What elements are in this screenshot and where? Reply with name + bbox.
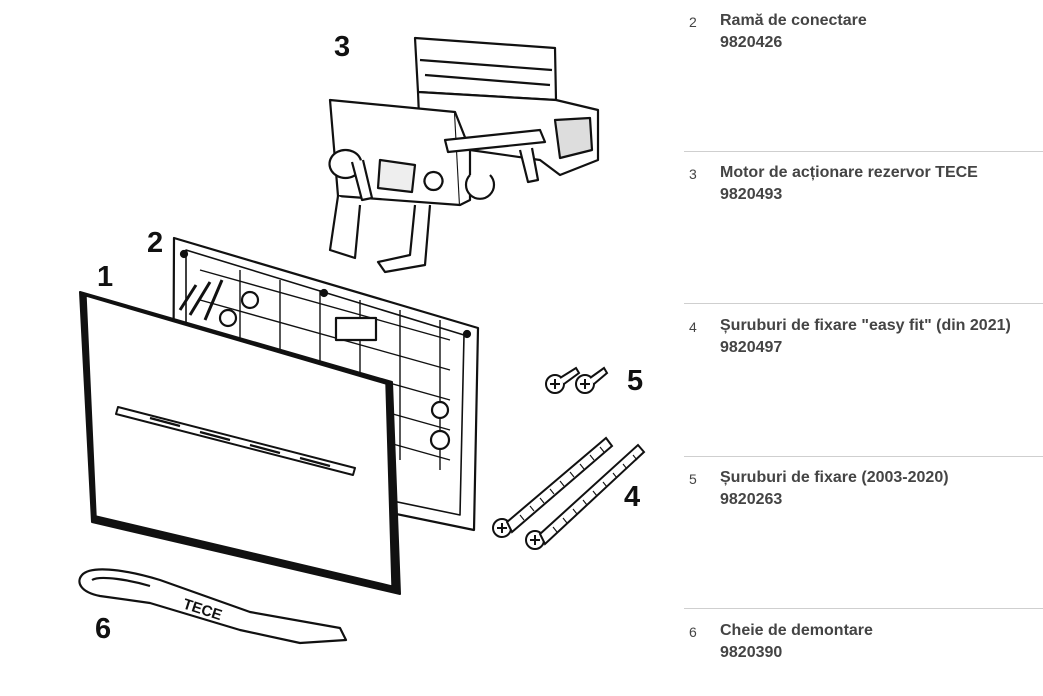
short-screws-part-5 xyxy=(545,366,609,394)
callout-6: 6 xyxy=(95,613,111,645)
part-name: Șuruburi de fixare "easy fit" (din 2021) xyxy=(720,317,1011,334)
callout-3: 3 xyxy=(334,31,350,63)
callout-2: 2 xyxy=(147,227,163,259)
part-number: 4 xyxy=(689,319,697,335)
part-name: Cheie de demontare xyxy=(720,622,873,639)
divider xyxy=(684,608,1043,609)
part-name: Șuruburi de fixare (2003-2020) xyxy=(720,469,949,486)
part-code: 9820497 xyxy=(720,339,783,356)
actuator-motor-part-3 xyxy=(328,36,600,274)
exploded-parts-diagram: TECE 1 2 3 4 5 6 xyxy=(78,31,646,645)
callout-1: 1 xyxy=(97,261,113,293)
flush-plate-part-1 xyxy=(79,279,401,595)
part-code: 9820493 xyxy=(720,186,783,203)
removal-key-part-6: TECE xyxy=(78,568,348,645)
part-number: 5 xyxy=(689,471,697,487)
divider xyxy=(684,456,1043,457)
part-number: 6 xyxy=(689,624,697,640)
divider xyxy=(684,303,1043,304)
part-number: 2 xyxy=(689,14,697,30)
parts-list: 2 Ramă de conectare 9820426 3 Motor de a… xyxy=(684,0,1043,696)
part-code: 9820263 xyxy=(720,491,783,508)
callout-4: 4 xyxy=(624,481,640,513)
part-name: Ramă de conectare xyxy=(720,12,867,29)
part-number: 3 xyxy=(689,166,697,182)
part-name: Motor de acționare rezervor TECE xyxy=(720,164,978,181)
long-screws-part-4 xyxy=(492,436,646,550)
divider xyxy=(684,151,1043,152)
part-code: 9820390 xyxy=(720,644,783,661)
part-code: 9820426 xyxy=(720,34,783,51)
callout-5: 5 xyxy=(627,365,643,397)
